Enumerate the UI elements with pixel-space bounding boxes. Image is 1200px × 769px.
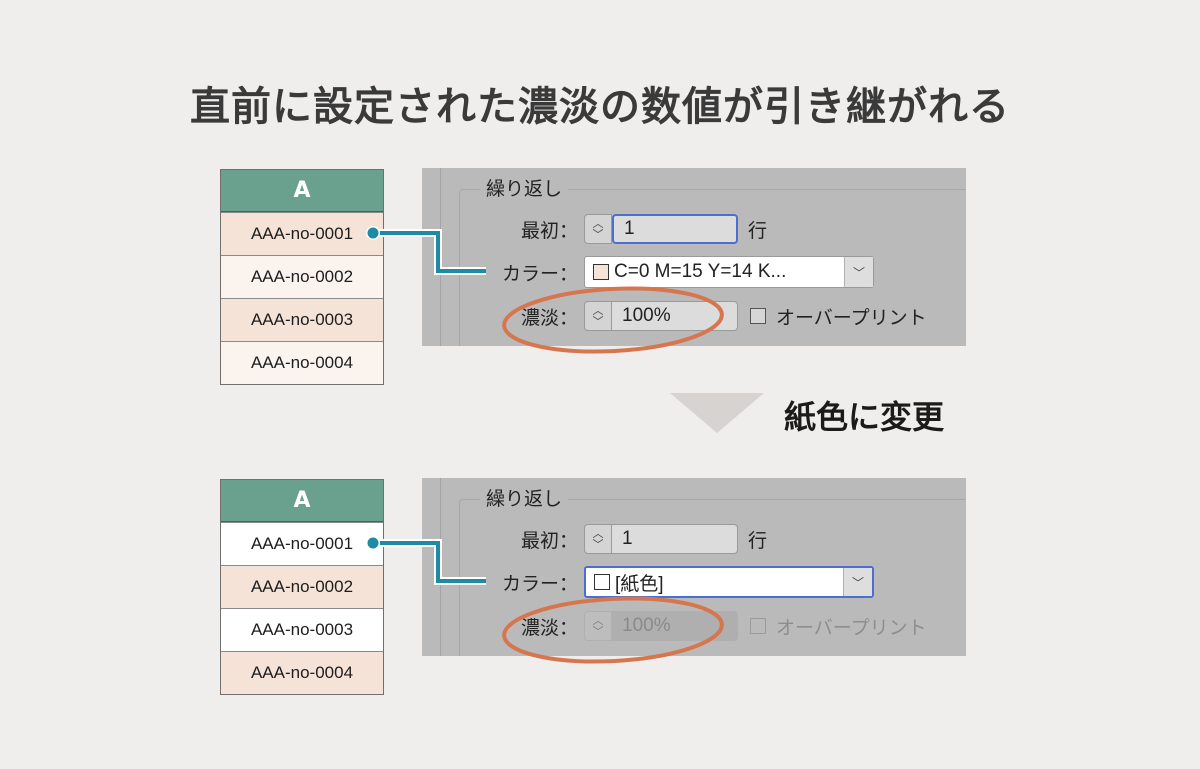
first-stepper[interactable]: ︿﹀ xyxy=(584,214,612,244)
group-label: 繰り返し xyxy=(480,484,569,511)
checkbox-icon[interactable] xyxy=(750,308,766,324)
chevron-down-icon[interactable]: ﹀ xyxy=(592,315,604,328)
color-swatch-icon xyxy=(593,264,609,280)
first-input[interactable]: 1 xyxy=(612,214,738,244)
down-triangle-icon xyxy=(670,393,764,433)
sheet-cell[interactable]: AAA-no-0002 xyxy=(221,255,383,298)
column-header: A xyxy=(221,170,383,212)
sheet-cell[interactable]: AAA-no-0004 xyxy=(221,651,383,694)
checkbox-icon xyxy=(750,618,766,634)
color-label: カラー： xyxy=(501,262,578,285)
sheet-before: A AAA-no-0001 AAA-no-0002 AAA-no-0003 AA… xyxy=(220,169,384,385)
column-header: A xyxy=(221,480,383,522)
first-unit: 行 xyxy=(748,219,768,242)
first-input[interactable]: 1 xyxy=(612,524,738,554)
sheet-after: A AAA-no-0001 AAA-no-0002 AAA-no-0003 AA… xyxy=(220,479,384,695)
transition-label: 紙色に変更 xyxy=(784,398,945,436)
fill-settings-panel-after: 繰り返し 最初： ︿﹀ 1 行 カラー： [紙色] ﹀ 濃淡： ︿﹀ 100% … xyxy=(422,478,966,656)
chevron-down-icon[interactable]: ﹀ xyxy=(844,257,873,287)
overprint-label: オーバープリント xyxy=(776,616,927,639)
tint-input[interactable]: 100% xyxy=(612,301,738,331)
first-label: 最初： xyxy=(520,529,578,552)
tint-stepper: ︿﹀ xyxy=(584,611,612,641)
chevron-down-icon[interactable]: ﹀ xyxy=(843,568,872,596)
fill-settings-panel-before: 繰り返し 最初： ︿﹀ 1 行 カラー： C=0 M=15 Y=14 K... … xyxy=(422,168,966,346)
color-value: C=0 M=15 Y=14 K... xyxy=(614,261,787,282)
chevron-down-icon: ﹀ xyxy=(592,625,604,638)
sheet-cell[interactable]: AAA-no-0004 xyxy=(221,341,383,384)
overprint-checkbox[interactable]: オーバープリント xyxy=(750,303,927,330)
sheet-cell[interactable]: AAA-no-0003 xyxy=(221,298,383,341)
sheet-cell[interactable]: AAA-no-0001 xyxy=(221,212,383,255)
overprint-checkbox: オーバープリント xyxy=(750,613,927,640)
color-swatch-icon xyxy=(594,574,610,590)
tint-input: 100% xyxy=(612,611,738,641)
first-unit: 行 xyxy=(748,529,768,552)
tint-stepper[interactable]: ︿﹀ xyxy=(584,301,612,331)
group-label: 繰り返し xyxy=(480,174,569,201)
color-select[interactable]: C=0 M=15 Y=14 K... ﹀ xyxy=(584,256,874,288)
overprint-label: オーバープリント xyxy=(776,306,927,329)
chevron-up-icon[interactable]: ︿ xyxy=(592,217,604,230)
chevron-down-icon[interactable]: ﹀ xyxy=(592,228,604,241)
first-label: 最初： xyxy=(520,219,578,242)
sheet-cell[interactable]: AAA-no-0003 xyxy=(221,608,383,651)
sheet-cell[interactable]: AAA-no-0001 xyxy=(221,522,383,565)
chevron-down-icon[interactable]: ﹀ xyxy=(592,538,604,551)
color-select[interactable]: [紙色] ﹀ xyxy=(584,566,874,598)
page-title: 直前に設定された濃淡の数値が引き継がれる xyxy=(190,84,1010,130)
first-stepper[interactable]: ︿﹀ xyxy=(584,524,612,554)
color-value: [紙色] xyxy=(615,573,664,595)
sheet-cell[interactable]: AAA-no-0002 xyxy=(221,565,383,608)
tint-label: 濃淡： xyxy=(520,306,578,329)
tint-label: 濃淡： xyxy=(520,616,578,639)
color-label: カラー： xyxy=(501,572,578,595)
chevron-up-icon[interactable]: ︿ xyxy=(592,527,604,540)
